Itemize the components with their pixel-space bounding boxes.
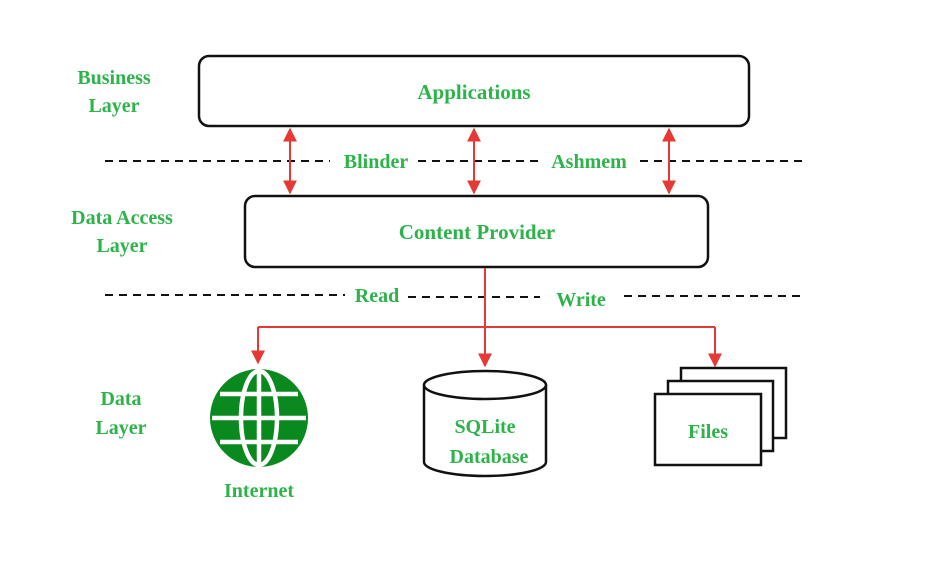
read-label: Read — [355, 285, 399, 307]
applications-box — [197, 54, 751, 128]
data-flow-connectors — [251, 268, 722, 368]
content-provider-box — [243, 194, 710, 269]
separator-data-access-data — [105, 294, 806, 298]
write-label: Write — [556, 289, 606, 311]
ashmem-label: Ashmem — [551, 151, 627, 173]
globe-icon — [210, 368, 308, 468]
sqlite-label-line1: SQLite — [454, 416, 515, 438]
blinder-label: Blinder — [344, 151, 409, 173]
sqlite-label-line2: Database — [450, 446, 529, 468]
files-label: Files — [688, 421, 728, 443]
business-layer-label-line2: Layer — [88, 95, 139, 117]
data-layer-label-line1: Data — [100, 388, 141, 410]
internet-label: Internet — [224, 480, 294, 502]
data-access-layer-label-line1: Data Access — [71, 207, 173, 229]
database-cylinder-icon — [422, 369, 548, 478]
stacked-files-icon — [653, 366, 788, 467]
business-layer-label-line1: Business — [77, 67, 151, 89]
data-layer-label-line2: Layer — [95, 417, 146, 439]
content-provider-label: Content Provider — [399, 220, 556, 244]
data-access-layer-label-line2: Layer — [96, 235, 147, 257]
applications-label: Applications — [417, 80, 530, 104]
